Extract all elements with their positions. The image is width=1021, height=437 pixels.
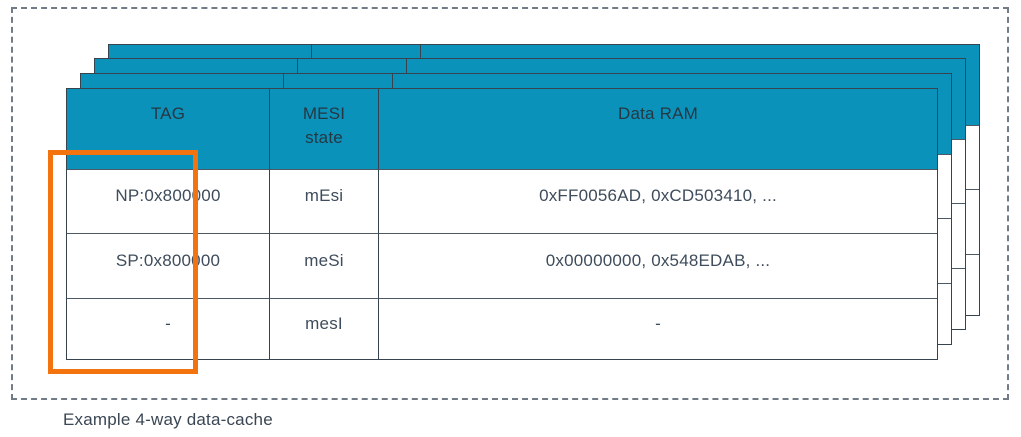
column-header-data-ram: Data RAM xyxy=(378,89,937,169)
column-header-mesi-line1: MESI xyxy=(302,104,346,123)
figure-frame xyxy=(11,7,1009,400)
column-header-mesi-state: MESI state xyxy=(269,89,378,169)
column-header-mesi-line2: state xyxy=(305,128,343,147)
cell-data-ram-row2: 0x00000000, 0x548EDAB, ... xyxy=(378,233,937,298)
cell-mesi-row2: meSi xyxy=(269,233,378,298)
tag-column-highlight xyxy=(48,150,198,374)
column-header-tag-label: TAG xyxy=(150,104,186,123)
figure-caption: Example 4-way data-cache xyxy=(63,410,273,429)
cell-tag-row3: - xyxy=(67,298,269,359)
column-header-tag: TAG xyxy=(67,89,269,169)
cell-mesi-row1: mEsi xyxy=(269,169,378,233)
cache-way-1-table: TAG MESI state Data RAM NP:0x800000 mEsi… xyxy=(66,88,938,360)
cell-mesi-row3: mesI xyxy=(269,298,378,359)
cell-data-ram-row3: - xyxy=(378,298,937,359)
cell-data-ram-row1: 0xFF0056AD, 0xCD503410, ... xyxy=(378,169,937,233)
column-header-data-ram-label: Data RAM xyxy=(617,104,698,123)
